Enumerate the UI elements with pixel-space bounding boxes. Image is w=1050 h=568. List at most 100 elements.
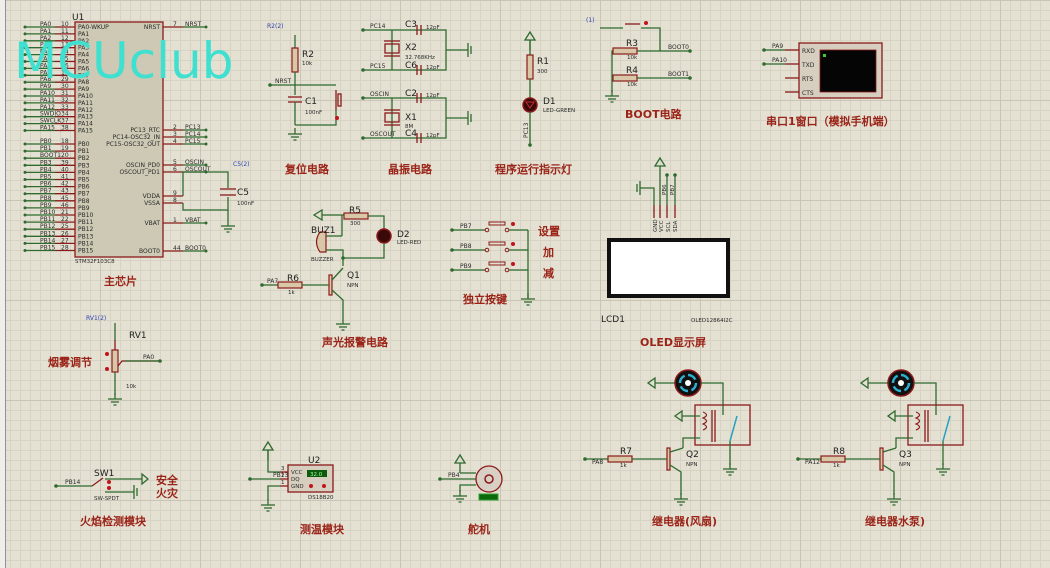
mcu-pin-net: PB13 — [40, 230, 56, 237]
pb4-net: PB4 — [448, 472, 460, 479]
mcu-pin-number: 19 — [61, 145, 69, 152]
u2-part: DS18B20 — [308, 495, 334, 501]
alarm-circuit[interactable]: R5 300 D2 LED-RED BUZ1 BUZZER Q1 NPN R6 … — [260, 206, 421, 349]
pa7-net: PA7 — [267, 278, 278, 285]
buz1-ref: BUZ1 — [311, 226, 336, 236]
flame-fire-label: 火灾 — [156, 486, 179, 500]
mcu-pin-net: PB3 — [40, 159, 52, 166]
ds-pin-dq: DQ — [291, 477, 300, 483]
run-led-circuit[interactable]: R1 300 D1 LED-GREEN PC13 程序运行指示灯 — [495, 31, 575, 176]
reset-probe[interactable]: R2(2) — [267, 23, 284, 30]
oled-pin-scl: SCL — [666, 221, 672, 232]
mcu-pin-net: PA1 — [40, 28, 51, 35]
virtual-terminal[interactable]: PA9 PA10 RXD TXD RTS CTS 串口1窗口（模拟手机端） — [762, 42, 895, 128]
temp-sensor[interactable]: 32.0 VCC DQ GND 3 2 1 U2 PB13 DS18B20 测温… — [248, 441, 345, 536]
mcu-pin-number: 13 — [61, 42, 69, 49]
mcu-pin-name: PB15 — [78, 248, 94, 255]
boot-circuit[interactable]: (1) R3 10k R4 10k BOOT0 BOOT1 BOOT电路 — [586, 17, 692, 121]
mcu-pin-net: PB11 — [40, 216, 56, 223]
crystal-circuit[interactable]: PC14 PC15 OSCIN OSCOUT C3 C6 C2 C4 12pF … — [361, 20, 472, 176]
title-boot: BOOT电路 — [625, 107, 683, 121]
mcu-pin-number: 4 — [173, 138, 177, 145]
key-button-pb7[interactable]: PB7 — [450, 221, 528, 233]
mcu-pin-name: PA14 — [78, 121, 93, 128]
c6-ref: C6 — [405, 61, 417, 71]
smoke-potentiometer[interactable]: RV1(2) RV1 PA0 10k 烟雾调节 — [48, 315, 162, 406]
key-label-plus: 加 — [542, 245, 554, 259]
mcu-pin-name: PB10 — [78, 212, 94, 219]
servo-motor[interactable]: PB4 舵机 — [438, 454, 503, 536]
oled-display[interactable]: GND VCC SCL SDA PB6 PB7 LCD1 OLED12864I2… — [601, 157, 733, 349]
pc14-net: PC14 — [370, 23, 386, 30]
rv1-probe[interactable]: RV1(2) — [86, 315, 106, 322]
reset-circuit[interactable]: R2(2) NRST R2 10k C1 100nF 复位电路 — [267, 23, 342, 176]
mcu-pin-name: PC15-OSC32_OUT — [106, 141, 160, 148]
mcu-pin-net: PB1 — [40, 145, 52, 152]
capacitor-c5[interactable]: C5 100nF C5(2) — [182, 161, 254, 233]
mcu-pin-number: 34 — [61, 111, 69, 118]
key-button-pb9[interactable]: PB9 — [450, 261, 528, 273]
mcu-pin-name: PC14-OSC32_IN — [113, 134, 160, 141]
mcu-pin-name: PB7 — [78, 191, 90, 198]
ds-num-1: 1 — [281, 480, 285, 486]
r5-val: 300 — [350, 221, 361, 227]
mcu-pin-net: PA9 — [40, 83, 51, 90]
mcu-pin-number: 5 — [173, 159, 177, 166]
flame-switch[interactable]: SW1 PB14 SW-SPDT 安全 火灾 火焰检测模块 — [54, 469, 179, 528]
mcu-pin-name: BOOT0 — [139, 248, 160, 255]
mcu-ref: U1 — [72, 13, 84, 23]
q1-ref: Q1 — [347, 271, 360, 281]
boot-probe[interactable]: (1) — [586, 17, 595, 24]
mcu-pin-name: PA4 — [78, 52, 89, 59]
key-button-pb8[interactable]: PB8 — [450, 241, 528, 253]
c5-probe[interactable]: C5(2) — [233, 161, 250, 168]
mcu-pin-name: PB2 — [78, 155, 90, 162]
